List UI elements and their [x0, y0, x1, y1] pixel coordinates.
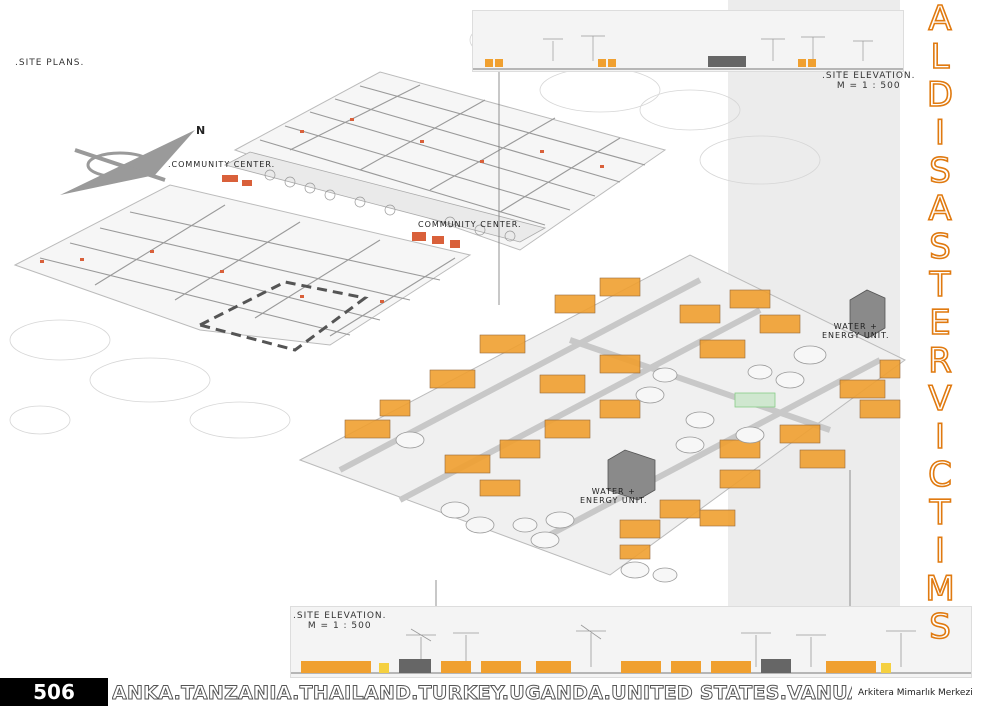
title-letter: I	[934, 113, 946, 153]
title-letter: M	[925, 569, 956, 609]
north-letter: N	[196, 124, 207, 137]
title-letter: V	[928, 379, 953, 419]
title-letter: I	[934, 531, 946, 571]
top-elevation-scale: M = 1 : 500	[836, 81, 901, 91]
green-plaza	[734, 392, 776, 408]
housing-clusters	[344, 277, 901, 560]
tree-circles	[395, 345, 827, 583]
bottom-site-elevation-panel	[290, 606, 972, 678]
leader-lines	[435, 70, 851, 606]
watermark: Arkitera Mimarlık Merkezi	[858, 688, 973, 698]
title-letter: E	[928, 303, 951, 343]
bottom-elevation-title: .SITE ELEVATION.	[293, 611, 387, 621]
title-letter: T	[929, 493, 951, 533]
title-letter: R	[927, 341, 952, 381]
water-label: WATER +	[591, 487, 636, 496]
community-center-label-2: COMMUNITY CENTER.	[418, 220, 522, 229]
title-letter: S	[928, 227, 951, 267]
top-elevation-drawing	[473, 35, 903, 70]
top-elevation-title: .SITE ELEVATION.	[822, 71, 916, 81]
top-elevation-caption: .SITE ELEVATION. M = 1 : 500	[822, 71, 916, 91]
title-letter: A	[928, 0, 953, 39]
title-letter: T	[929, 265, 951, 305]
dashed-highlight-outline	[195, 280, 369, 352]
title-letter: I	[934, 417, 946, 457]
water-label: WATER +	[833, 322, 878, 331]
bottom-elevation-drawing	[291, 624, 971, 674]
vertical-title: A L D I S A S T E R V I C T I M S	[912, 0, 968, 647]
lower-block-area	[13, 184, 472, 346]
title-letter: D	[926, 75, 954, 115]
housing-axonometric	[298, 254, 906, 583]
park-trees	[264, 169, 516, 242]
site-plan-grid	[13, 71, 667, 352]
title-letter: S	[928, 151, 951, 191]
title-letter: C	[927, 455, 952, 495]
park-strip	[223, 151, 547, 243]
bottom-elevation-caption: .SITE ELEVATION. M = 1 : 500	[293, 611, 387, 631]
north-arrow	[60, 130, 195, 195]
title-letter: A	[928, 189, 953, 229]
bottom-elevation-scale: M = 1 : 500	[307, 621, 372, 631]
country-strip: ANKA.TANZANIA.THAILAND.TURKEY.UGANDA.UNI…	[112, 682, 852, 705]
water-energy-unit-cube	[607, 289, 886, 501]
energy-unit-label: ENERGY UNIT.	[580, 496, 648, 505]
community-center-buildings	[222, 175, 460, 248]
community-center-label-1: .COMMUNITY CENTER.	[168, 160, 276, 169]
site-plan-drawing	[9, 19, 906, 606]
page-number: 506	[0, 678, 108, 706]
title-letter: S	[928, 607, 951, 647]
site-plans-label: .SITE PLANS.	[15, 58, 85, 68]
top-site-elevation-panel	[472, 10, 904, 72]
water-energy-label-1: WATER + ENERGY UNIT.	[822, 322, 890, 340]
water-energy-label-2: WATER + ENERGY UNIT.	[580, 487, 648, 505]
title-letter: L	[930, 37, 951, 77]
energy-unit-label: ENERGY UNIT.	[822, 331, 890, 340]
